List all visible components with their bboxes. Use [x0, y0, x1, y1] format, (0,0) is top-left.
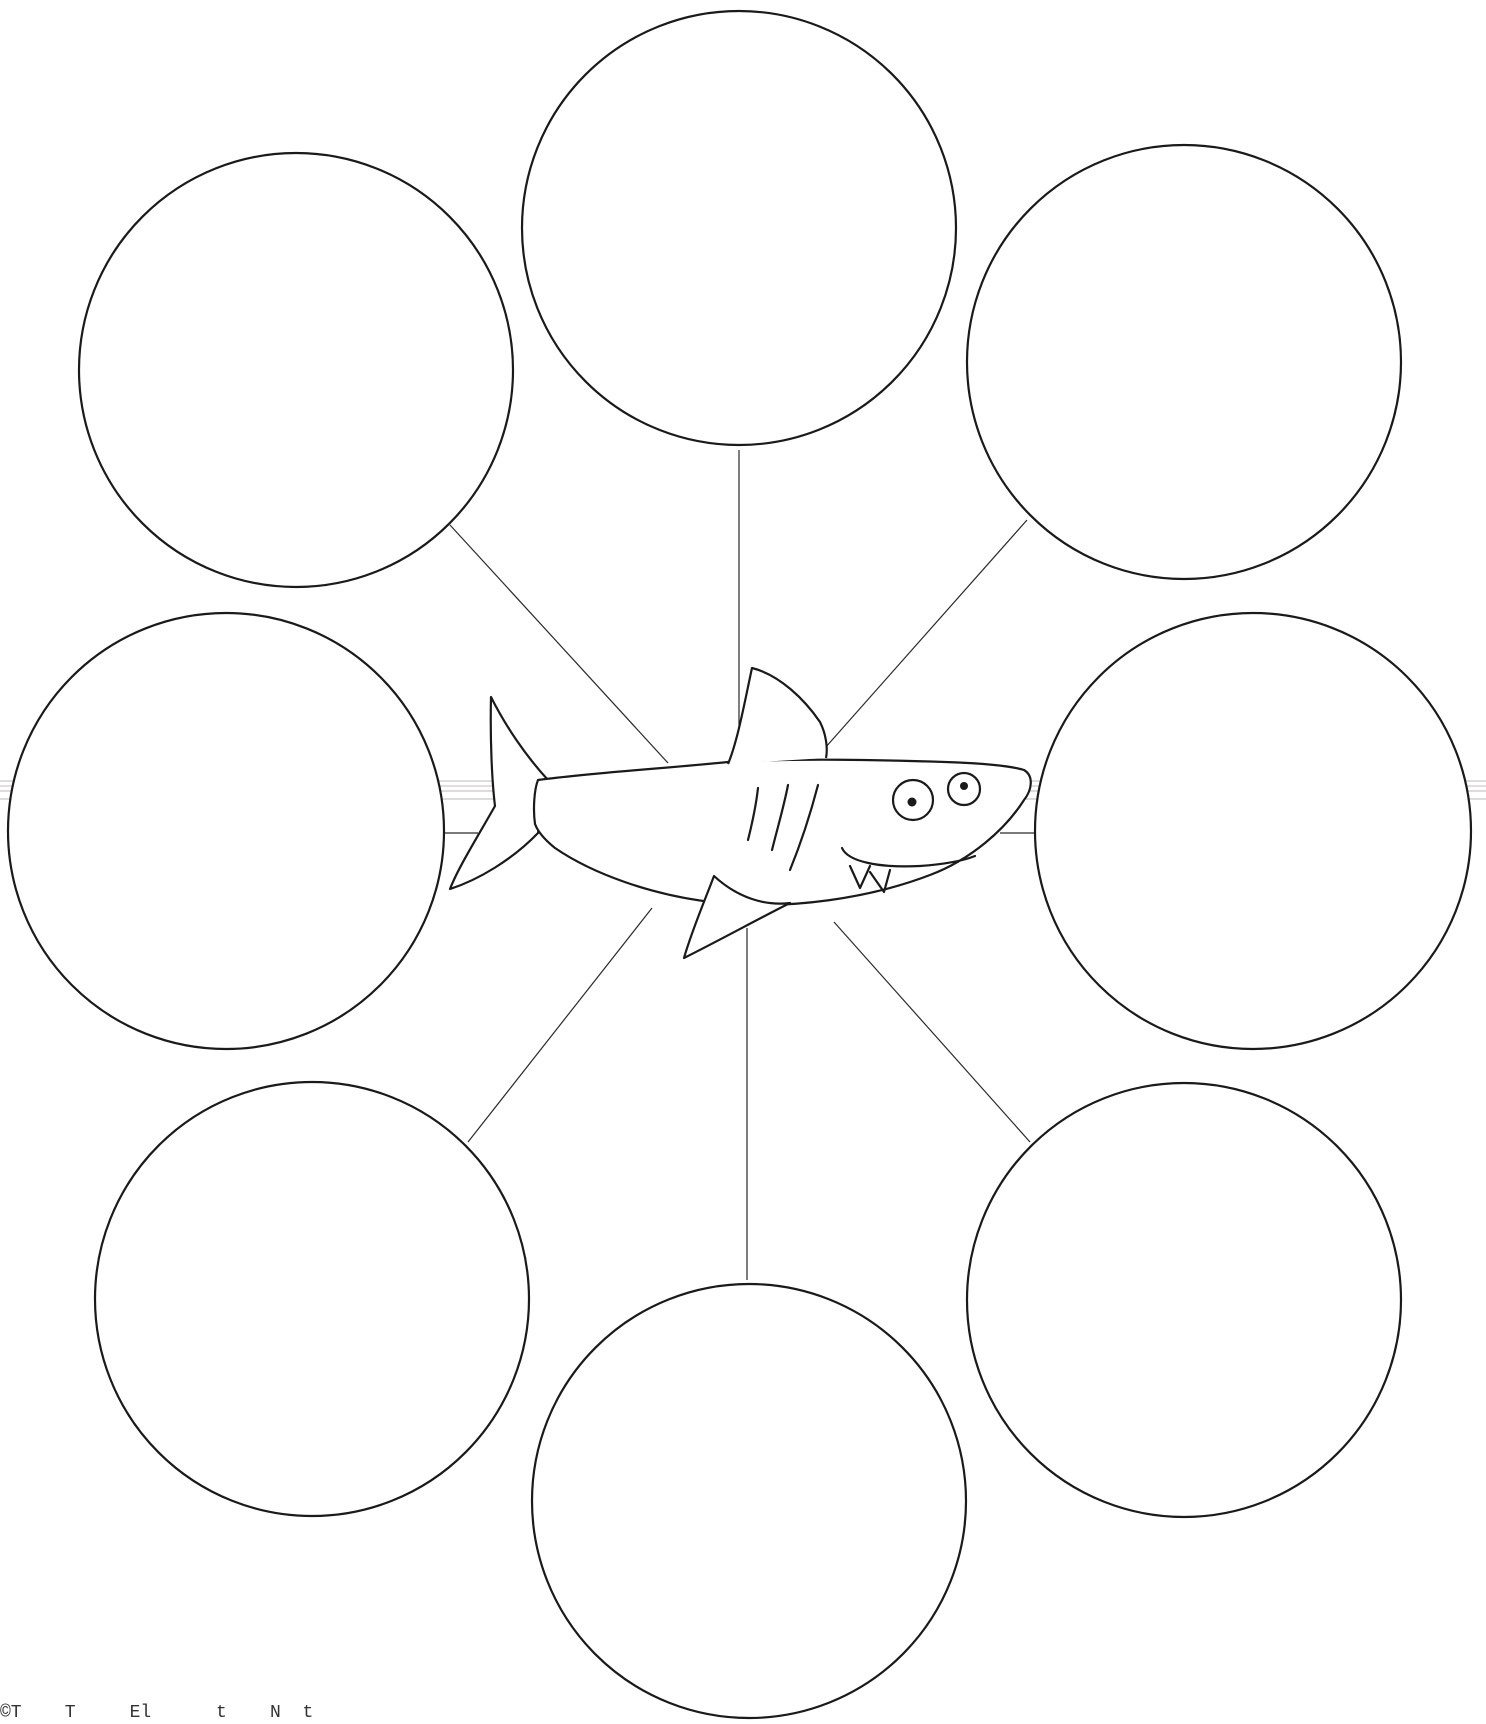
bubble-right[interactable]	[1035, 613, 1471, 1049]
bubble-top-right[interactable]	[967, 145, 1401, 579]
shark-dorsal-fin-icon	[728, 668, 827, 764]
bubble-bottom-left[interactable]	[95, 1082, 529, 1516]
shark-pupil-right	[960, 782, 968, 790]
bubble-left[interactable]	[8, 613, 444, 1049]
shark-tail-fin-icon	[450, 697, 548, 889]
connector-bottom-right	[834, 922, 1030, 1142]
connector-bottom-left	[468, 908, 652, 1142]
bubble-bottom-right[interactable]	[967, 1083, 1401, 1517]
copyright-text: ©T T El t N t	[0, 1702, 313, 1724]
shark-icon	[450, 668, 1031, 958]
bubble-top-left[interactable]	[79, 153, 513, 587]
bubble-top[interactable]	[522, 11, 956, 445]
connector-top-left	[450, 525, 668, 763]
shark-pupil-left	[908, 798, 917, 807]
bubble-bottom[interactable]	[532, 1284, 966, 1718]
connector-top-right	[825, 520, 1027, 748]
